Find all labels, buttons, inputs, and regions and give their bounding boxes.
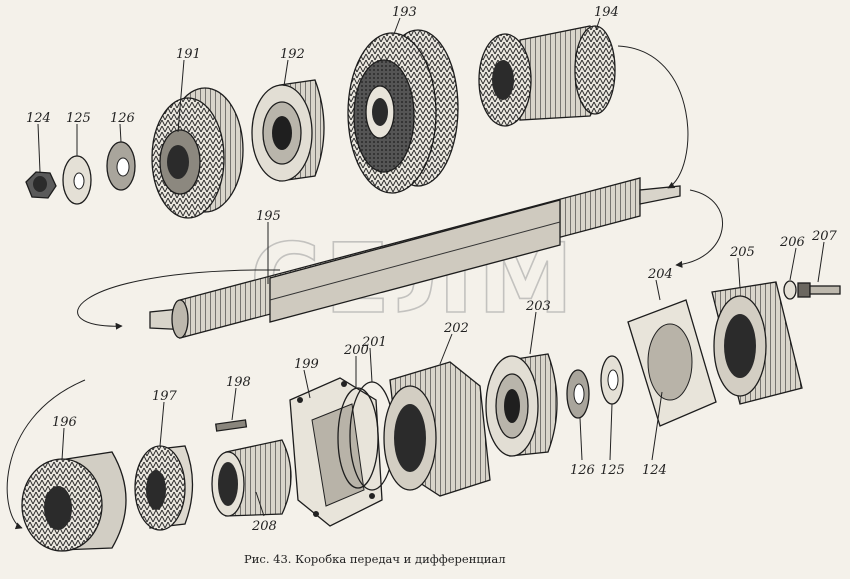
washer-125-bottom bbox=[600, 355, 624, 405]
washer-126-bottom bbox=[566, 369, 590, 419]
arrow-shaft-end bbox=[675, 189, 723, 268]
label-126-top: 126 bbox=[110, 111, 135, 126]
label-205: 205 bbox=[729, 245, 755, 260]
arrow-194-to-shaft bbox=[617, 45, 689, 189]
label-193: 193 bbox=[392, 5, 417, 20]
arrow-bottom-left bbox=[6, 379, 86, 530]
label-197: 197 bbox=[152, 389, 178, 404]
cover-205 bbox=[711, 281, 803, 405]
label-199: 199 bbox=[294, 357, 319, 372]
label-202: 202 bbox=[443, 321, 469, 336]
washer-206 bbox=[783, 280, 797, 300]
double-gear-193 bbox=[347, 29, 459, 194]
ring-200 bbox=[337, 387, 379, 489]
sleeve-208 bbox=[211, 439, 292, 517]
figure-caption: Рис. 43. Коробка передач и дифференциал bbox=[244, 552, 506, 566]
label-203: 203 bbox=[525, 299, 551, 314]
label-125-top: 125 bbox=[66, 111, 91, 126]
label-200: 200 bbox=[343, 343, 369, 358]
arrow-shaft-to-left bbox=[77, 269, 281, 330]
leader-lines bbox=[37, 17, 825, 517]
nut-124-top bbox=[25, 171, 57, 199]
bevel-gear-191 bbox=[151, 87, 244, 219]
label-201: 201 bbox=[361, 335, 387, 350]
label-207: 207 bbox=[811, 229, 838, 244]
label-191: 191 bbox=[176, 47, 201, 62]
housing-202 bbox=[383, 361, 491, 497]
washer-125-top bbox=[62, 155, 92, 205]
gear-196 bbox=[21, 451, 127, 552]
label-192: 192 bbox=[280, 47, 305, 62]
bolt-207 bbox=[797, 282, 841, 298]
gasket-204 bbox=[627, 299, 717, 427]
label-208: 208 bbox=[251, 519, 277, 534]
washer-126-top bbox=[106, 141, 136, 191]
key-198 bbox=[214, 419, 248, 432]
label-125-bottom: 125 bbox=[600, 463, 625, 478]
label-198: 198 bbox=[226, 375, 251, 390]
label-194: 194 bbox=[594, 5, 619, 20]
label-204: 204 bbox=[647, 267, 673, 282]
bearing-203 bbox=[485, 353, 558, 457]
bearing-192 bbox=[251, 79, 325, 182]
label-126-bottom: 126 bbox=[570, 463, 595, 478]
label-196: 196 bbox=[52, 415, 77, 430]
label-124-bottom: 124 bbox=[642, 463, 667, 478]
gear-block-194 bbox=[478, 25, 616, 127]
gear-197 bbox=[134, 445, 194, 531]
label-206: 206 bbox=[779, 235, 805, 250]
main-shaft-195 bbox=[149, 177, 681, 339]
gasket-199 bbox=[289, 377, 383, 527]
label-124-top: 124 bbox=[26, 111, 51, 126]
label-195: 195 bbox=[256, 209, 281, 224]
